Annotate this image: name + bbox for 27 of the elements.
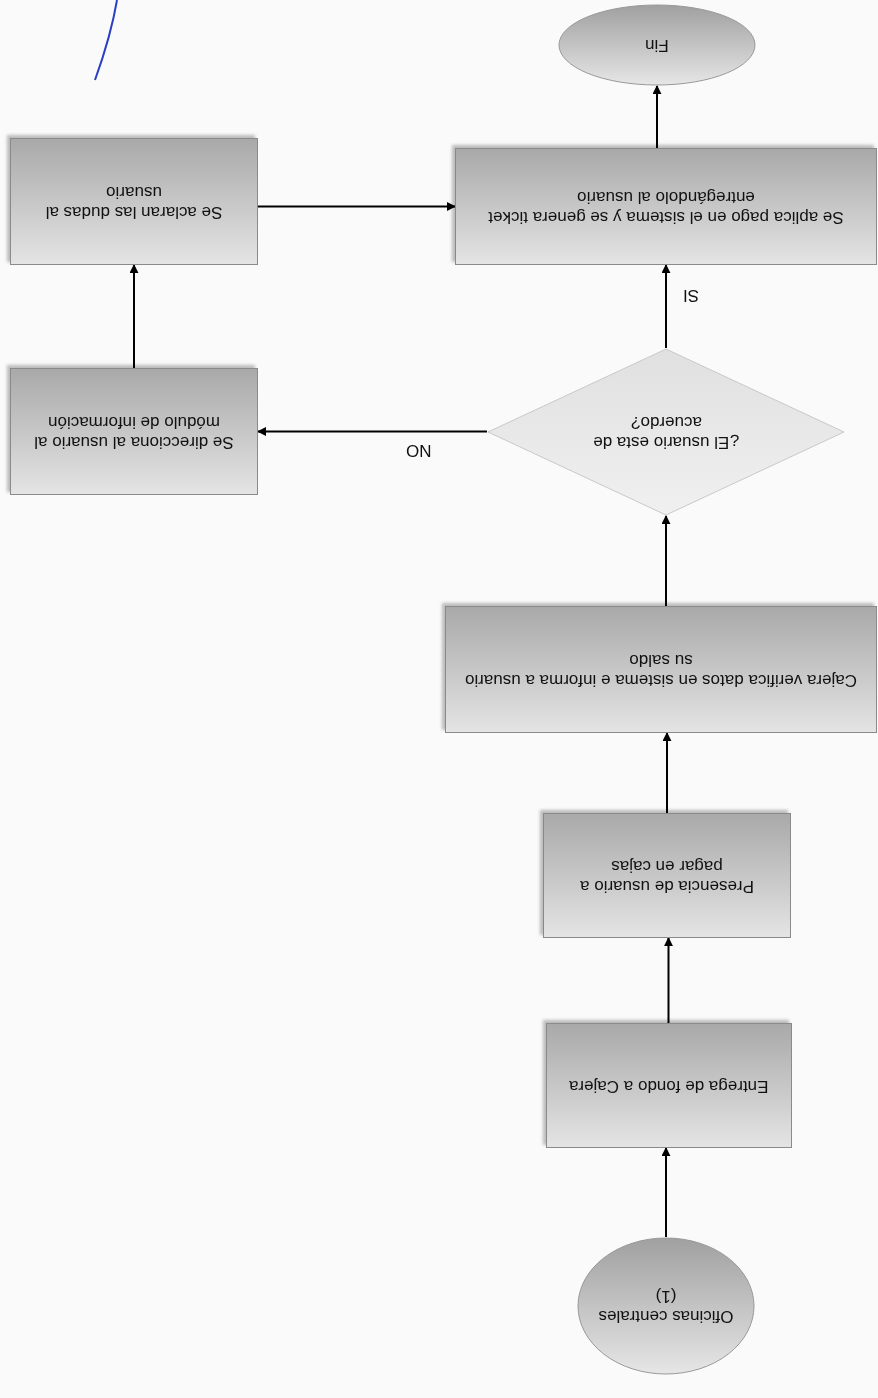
node-text: ¿El usuario esta de acuerdo? (591, 412, 741, 452)
node-text: Cajera verifica datos en sistema e informa a usuario su saldo (463, 649, 859, 690)
arrow (129, 264, 139, 369)
node-text: Se aplica pago en el sistema y se genera ticket entregándolo al usuario (487, 186, 845, 227)
process-box (543, 813, 791, 938)
process-box (445, 606, 877, 733)
arrow (661, 264, 671, 349)
node-text: Se direcciona al usuario al módulo de información (33, 411, 235, 452)
arrow (652, 85, 662, 149)
node-text: Fin (644, 35, 670, 55)
process-box (10, 138, 258, 265)
arrow (664, 937, 673, 1024)
arrow (661, 515, 671, 607)
node-text: Entrega de fondo a Cajera (568, 1075, 770, 1096)
terminal-ellipse (558, 4, 756, 86)
process-box (546, 1023, 792, 1148)
node-text: Se aclaran las dudas al usuario (44, 181, 224, 222)
node-text: Presencia de usuario a pagar en cajas (579, 855, 755, 896)
process-box (455, 148, 877, 265)
process-box (10, 368, 258, 495)
node-text: Oficinas centrales (1) (597, 1286, 735, 1326)
decision-diamond (487, 348, 845, 516)
terminal-ellipse (577, 1237, 755, 1375)
arrow (257, 427, 488, 436)
arrow (662, 732, 672, 814)
arrow (257, 202, 456, 211)
arrow (661, 1147, 671, 1238)
